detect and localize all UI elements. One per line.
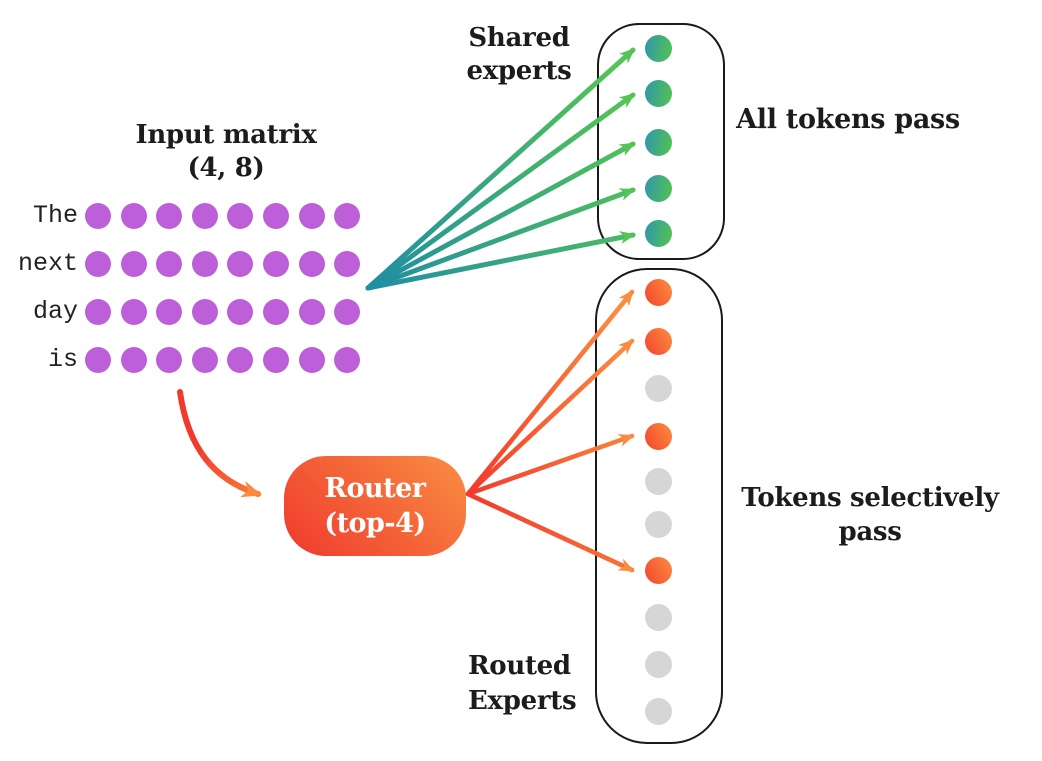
token-dot xyxy=(191,299,218,325)
shared-expert-arrow xyxy=(365,231,636,291)
token-dot xyxy=(156,251,183,277)
token-dot xyxy=(262,299,289,325)
router-box: Router (top-4) xyxy=(284,456,466,556)
tokens-selectively-pass-label: Tokens selectively pass xyxy=(720,481,1020,549)
router-label-line1: Router xyxy=(324,473,426,504)
token-dot xyxy=(156,203,183,229)
shared-experts-label: Shared experts xyxy=(439,22,599,88)
shared-expert-node xyxy=(644,174,672,202)
token-dot xyxy=(85,347,111,373)
token-dot xyxy=(298,299,325,325)
token-dot xyxy=(262,203,289,229)
token-dot xyxy=(227,203,254,229)
token-row xyxy=(85,203,361,229)
token-row-label: day xyxy=(32,297,78,326)
token-dot xyxy=(120,203,147,229)
token-row xyxy=(85,251,361,277)
token-dot xyxy=(227,299,254,325)
token-dot xyxy=(298,347,325,373)
token-dot xyxy=(191,251,218,277)
routed-expert-node-active xyxy=(644,556,672,584)
router-input-arrow xyxy=(177,389,262,498)
routed-expert-node-inactive xyxy=(644,467,672,495)
routed-expert-node-inactive xyxy=(644,603,672,631)
token-dot xyxy=(298,203,325,229)
token-dot xyxy=(191,347,218,373)
token-dot xyxy=(334,299,361,325)
token-row-label: is xyxy=(47,345,78,374)
tokens-selectively-line1: Tokens selectively xyxy=(741,483,999,513)
token-dot xyxy=(120,347,147,373)
routed-expert-node-active xyxy=(644,422,672,450)
router-label-line2: (top-4) xyxy=(324,508,426,539)
shared-expert-node xyxy=(644,219,672,247)
token-dot xyxy=(85,251,111,277)
token-dot xyxy=(120,251,147,277)
token-dot xyxy=(227,251,254,277)
shared-expert-arrow xyxy=(365,187,636,291)
shared-expert-node xyxy=(644,128,672,156)
token-dot xyxy=(334,251,361,277)
routed-expert-node-active xyxy=(644,278,672,306)
routed-expert-node-active xyxy=(644,327,672,355)
token-row-label: The xyxy=(32,201,78,230)
token-dot xyxy=(262,347,289,373)
shared-expert-node xyxy=(644,34,672,62)
shared-expert-node xyxy=(644,79,672,107)
routed-expert-node-inactive xyxy=(644,510,672,538)
token-row xyxy=(85,299,361,325)
token-row xyxy=(85,347,361,373)
token-dot xyxy=(156,347,183,373)
input-matrix-title-line: Input matrix xyxy=(135,120,317,150)
all-tokens-pass-label: All tokens pass xyxy=(736,104,960,135)
token-dot xyxy=(262,251,289,277)
token-dot xyxy=(85,299,111,325)
routed-experts-label-line2: Experts xyxy=(468,686,577,716)
input-matrix-shape-label: (4, 8) xyxy=(187,153,265,183)
routed-expert-node-inactive xyxy=(644,374,672,402)
shared-expert-arrow xyxy=(365,92,636,291)
shared-experts-label-line2: experts xyxy=(466,56,572,86)
shared-experts-label-line1: Shared xyxy=(468,23,570,53)
input-matrix-title: Input matrix (4, 8) xyxy=(76,119,376,185)
token-dot xyxy=(156,299,183,325)
token-row-label: next xyxy=(17,249,78,278)
token-dot xyxy=(334,347,361,373)
token-dot xyxy=(85,203,111,229)
routed-experts-label-line1: Routed xyxy=(468,651,571,681)
token-dot xyxy=(334,203,361,229)
token-dot xyxy=(227,347,254,373)
tokens-selectively-line2: pass xyxy=(838,517,902,547)
routed-experts-label: Routed Experts xyxy=(468,649,628,719)
routed-expert-node-inactive xyxy=(644,697,672,725)
routed-expert-node-inactive xyxy=(644,650,672,678)
token-dot xyxy=(298,251,325,277)
shared-expert-arrow xyxy=(365,141,636,291)
token-dot xyxy=(191,203,218,229)
token-dot xyxy=(120,299,147,325)
